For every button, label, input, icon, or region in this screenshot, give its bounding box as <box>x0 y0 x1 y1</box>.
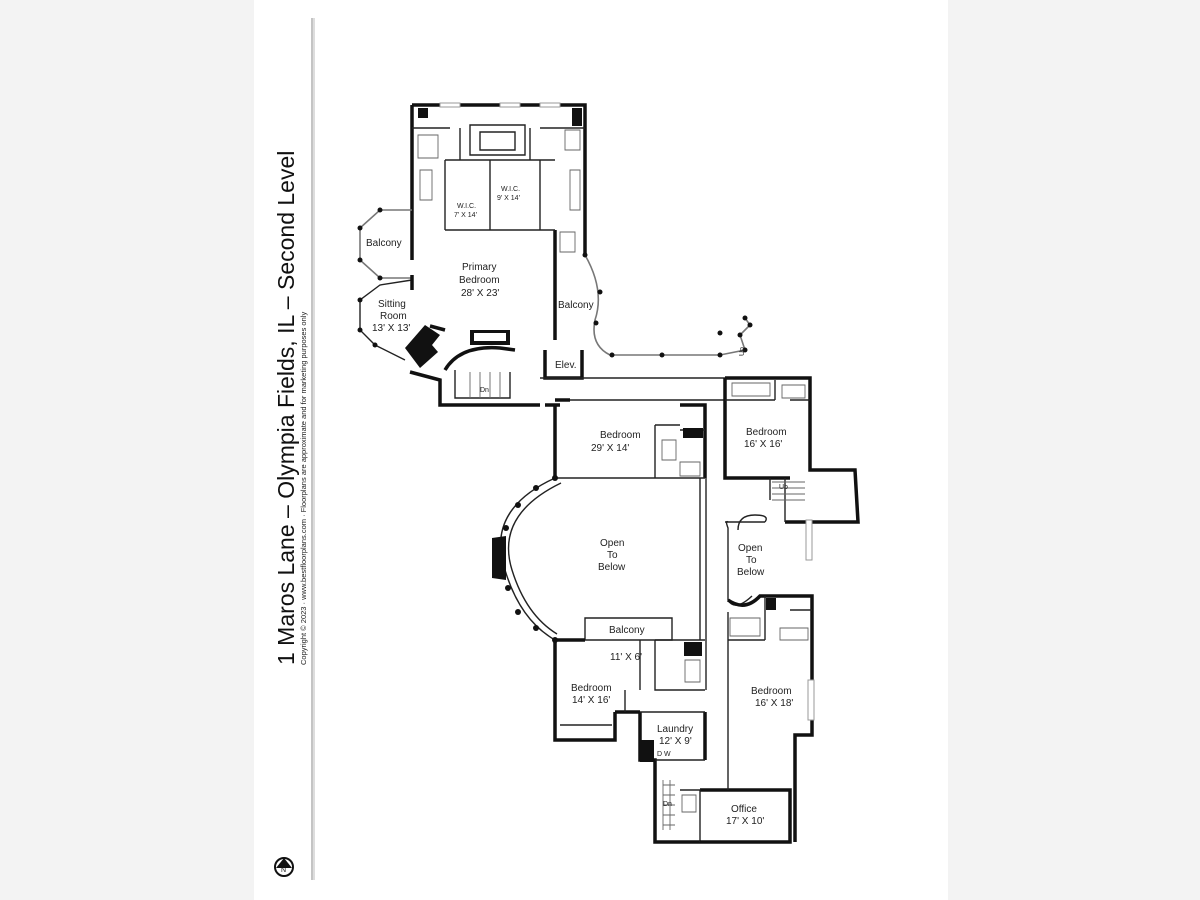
open-small-l3: Below <box>737 567 765 578</box>
wic-b-name: W.I.C. <box>501 186 520 193</box>
wic-b-dim: 9' X 14' <box>497 195 520 202</box>
floor-plan: W.I.C. 7' X 14' W.I.C. 9' X 14' Balcony … <box>330 90 890 860</box>
open-large-l2: To <box>607 550 618 561</box>
primary-bedroom-l1: Primary <box>462 262 496 273</box>
sitting-room-dim: 13' X 13' <box>372 323 410 334</box>
laundry-name: Laundry <box>657 724 693 735</box>
copyright-text: Copyright © 2023 · www.bestfloorplans.co… <box>299 312 308 665</box>
laundry-office <box>638 711 792 844</box>
balcony-south-label: Balcony <box>609 625 645 636</box>
balcony-east-label: Balcony <box>558 300 594 311</box>
bedroom-sw-dim: 14' X 16' <box>572 695 610 706</box>
primary-bedroom-dim: 28' X 23' <box>461 288 499 299</box>
stair-up-2: Up <box>739 347 746 356</box>
room-11x6-dim: 11' X 6' <box>610 652 642 663</box>
bedroom-ne-name: Bedroom <box>746 427 787 438</box>
north-letter: N <box>281 867 286 874</box>
title-block: 1 Maros Lane – Olympia Fields, IL – Seco… <box>260 10 326 880</box>
north-arrow-icon: N <box>274 857 294 877</box>
stair-dn-1: Dn <box>480 387 489 394</box>
floorplan-sheet <box>254 0 948 900</box>
east-balcony <box>582 252 753 358</box>
south-wing <box>553 617 705 742</box>
plan-title: 1 Maros Lane – Olympia Fields, IL – Seco… <box>273 151 299 665</box>
elevator-label: Elev. <box>555 360 577 371</box>
east-wing <box>723 376 860 842</box>
sitting-room-l1: Sitting <box>378 299 406 310</box>
bedroom-ne-dim: 16' X 16' <box>744 439 782 450</box>
bedroom-sw-name: Bedroom <box>571 683 612 694</box>
office-dim: 17' X 10' <box>726 816 764 827</box>
office-name: Office <box>731 804 757 815</box>
stair-primary <box>443 345 516 399</box>
wic-a-name: W.I.C. <box>457 203 476 210</box>
rotunda <box>492 475 707 690</box>
open-small-l1: Open <box>738 543 762 554</box>
bedroom-se-dim: 16' X 18' <box>755 698 793 709</box>
bedroom-center-name: Bedroom <box>600 430 641 441</box>
laundry-dw: D W <box>657 751 671 758</box>
west-bay <box>357 207 510 368</box>
sitting-room-l2: Room <box>380 311 407 322</box>
balcony-west-label: Balcony <box>366 238 402 249</box>
primary-bedroom-l2: Bedroom <box>459 275 500 286</box>
bedroom-center-dim: 29' X 14' <box>591 443 629 454</box>
room-labels: W.I.C. 7' X 14' W.I.C. 9' X 14' Balcony … <box>366 186 793 827</box>
stair-up-1: Up <box>779 484 788 491</box>
bedroom-se-name: Bedroom <box>751 686 792 697</box>
open-small-l2: To <box>746 555 757 566</box>
wic-a-dim: 7' X 14' <box>454 212 477 219</box>
open-large-l3: Below <box>598 562 626 573</box>
open-large-l1: Open <box>600 538 624 549</box>
primary-suite-walls <box>409 102 587 407</box>
floor-plan-svg: W.I.C. 7' X 14' W.I.C. 9' X 14' Balcony … <box>357 102 860 844</box>
elevator-hall <box>540 350 725 401</box>
center-bedroom <box>553 398 707 479</box>
stair-dn-2: Dn <box>663 801 672 808</box>
laundry-dim: 12' X 9' <box>659 736 692 747</box>
